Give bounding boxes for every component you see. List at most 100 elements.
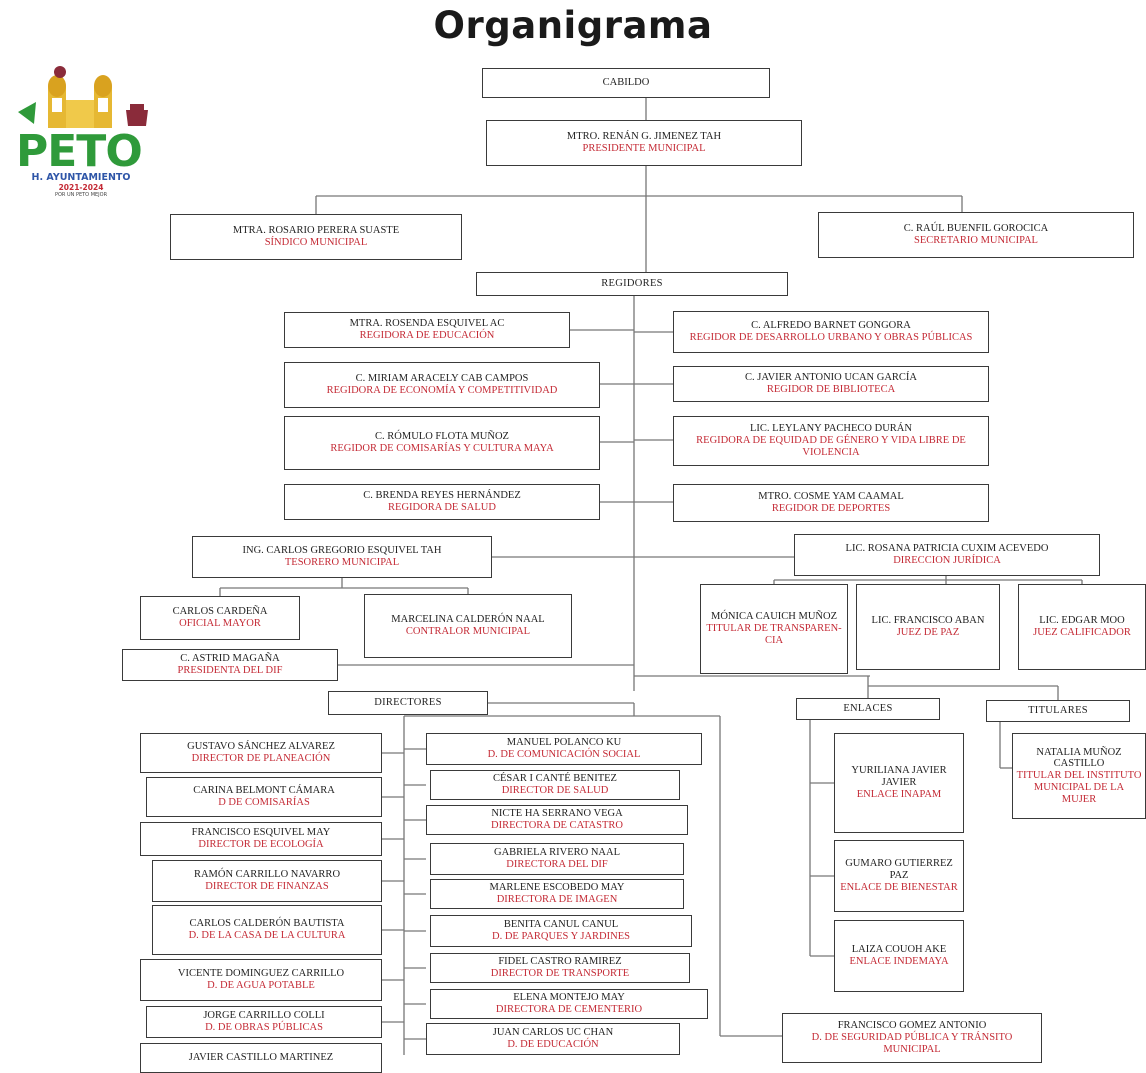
- org-box-role: JUEZ CALIFICADOR: [1033, 627, 1131, 638]
- org-box-name: JAVIER CASTILLO MARTINEZ: [188, 1052, 334, 1064]
- org-box-role: TITULAR DEL INSTITUTO MUNICIPAL DE LA MU…: [1016, 770, 1142, 805]
- org-box-name: ENLACES: [843, 703, 893, 715]
- org-box-role: D. DE SEGURIDAD PÚBLICA Y TRÁNSITO MUNIC…: [811, 1032, 1013, 1055]
- org-box-name: MTRO. COSME YAM CAAMAL: [758, 491, 904, 503]
- page-title: Organigrama: [433, 4, 713, 47]
- org-box-name: ELENA MONTEJO MAY: [513, 992, 625, 1004]
- org-box-role: D. DE EDUCACIÓN: [507, 1039, 599, 1050]
- org-box-role: PRESIDENTE MUNICIPAL: [582, 143, 706, 154]
- org-box-role: D. DE AGUA POTABLE: [207, 980, 315, 991]
- org-box-name: MTRA. ROSENDA ESQUIVEL AC: [349, 318, 505, 330]
- org-box-role: TESORERO MUNICIPAL: [284, 557, 400, 568]
- org-box-dir-castillo: JAVIER CASTILLO MARTINEZ: [140, 1043, 382, 1073]
- org-box-name: LIC. FRANCISCO ABAN: [871, 615, 985, 627]
- org-box-name: DIRECTORES: [374, 697, 442, 709]
- org-box-role: D. DE COMUNICACIÓN SOCIAL: [487, 749, 641, 760]
- org-box-name: CARLOS CARDEÑA: [172, 606, 268, 618]
- org-box-name: CÉSAR I CANTÉ BENITEZ: [493, 773, 617, 785]
- org-box-header-regidores: REGIDORES: [476, 272, 788, 296]
- org-box-cabildo: CABILDO: [482, 68, 770, 98]
- org-box-role: DIRECTOR DE FINANZAS: [205, 881, 329, 892]
- org-box-role: D DE COMISARÍAS: [218, 797, 310, 808]
- org-box-role: D. DE OBRAS PÚBLICAS: [205, 1022, 323, 1033]
- org-box-role: DIRECTORA DEL DIF: [506, 859, 608, 870]
- org-box-name: NATALIA MUÑOZ CASTILLO: [1036, 746, 1122, 770]
- org-box-name: LIC. ROSANA PATRICIA CUXIM ACEVEDO: [845, 543, 1049, 555]
- org-box-name: C. MIRIAM ARACELY CAB CAMPOS: [355, 373, 529, 385]
- org-box-role: JUEZ DE PAZ: [896, 627, 960, 638]
- org-box-role: CONTRALOR MUNICIPAL: [405, 626, 531, 637]
- org-box-name: JORGE CARRILLO COLLI: [203, 1010, 325, 1022]
- org-box-name: REGIDORES: [601, 278, 663, 290]
- org-box-name: TITULARES: [1028, 705, 1088, 717]
- org-box-role: PRESIDENTA DEL DIF: [177, 665, 283, 676]
- org-box-name: FRANCISCO ESQUIVEL MAY: [191, 827, 331, 839]
- org-box-name: C. ALFREDO BARNET GONGORA: [751, 320, 911, 332]
- org-box-role: DIRECTORA DE CATASTRO: [491, 820, 623, 831]
- org-box-role: REGIDORA DE EDUCACIÓN: [359, 330, 495, 341]
- org-box-name: ING. CARLOS GREGORIO ESQUIVEL TAH: [242, 545, 442, 557]
- org-box-role: DIRECTOR DE TRANSPORTE: [490, 968, 630, 979]
- org-box-name: FRANCISCO GOMEZ ANTONIO: [837, 1020, 987, 1032]
- org-box-name: YURILIANA JAVIER JAVIER: [851, 765, 947, 789]
- org-box-role: DIRECTORA DE CEMENTERIO: [495, 1004, 643, 1015]
- org-box-role: ENLACE INDEMAYA: [849, 956, 949, 967]
- logo-period: 2021-2024: [58, 183, 104, 192]
- org-box-header-enlaces: ENLACES: [796, 698, 940, 720]
- peto-logo: PETO H. AYUNTAMIENTO 2021-2024 POR UN PE…: [8, 66, 154, 202]
- org-box-name: CARLOS CALDERÓN BAUTISTA: [189, 918, 345, 930]
- org-box-role: REGIDOR DE DEPORTES: [771, 503, 891, 514]
- org-box-role: REGIDORA DE ECONOMÍA Y COMPETITIVIDAD: [326, 385, 558, 396]
- org-box-role: DIRECCION JURÍDICA: [893, 555, 1001, 566]
- org-box-role: DIRECTOR DE PLANEACIÓN: [191, 753, 331, 764]
- org-box-name: GABRIELA RIVERO NAAL: [494, 847, 620, 859]
- org-box-name: GUSTAVO SÁNCHEZ ALVAREZ: [187, 741, 335, 753]
- org-box-role: TITULAR DE TRANSPAREN-CIA: [706, 623, 842, 646]
- org-box-role: REGIDORA DE SALUD: [388, 502, 496, 513]
- org-box-role: OFICIAL MAYOR: [179, 618, 261, 629]
- logo-name: PETO: [16, 126, 143, 177]
- org-box-role: DIRECTOR DE SALUD: [501, 785, 609, 796]
- org-box-role: D. DE LA CASA DE LA CULTURA: [188, 930, 346, 941]
- org-box-role: ENLACE INAPAM: [856, 788, 942, 800]
- org-box-role: SÍNDICO MUNICIPAL: [264, 237, 368, 248]
- org-box-name: CARINA BELMONT CÁMARA: [193, 785, 335, 797]
- logo-subtitle: H. AYUNTAMIENTO: [31, 172, 131, 183]
- org-box-name: MÓNICA CAUICH MUÑOZ: [710, 611, 837, 623]
- org-box-name: CABILDO: [602, 77, 650, 89]
- org-box-role: ENLACE DE BIENESTAR: [840, 881, 958, 893]
- org-box-role: REGIDOR DE BIBLIOTECA: [766, 384, 896, 395]
- org-box-name: JUAN CARLOS UC CHAN: [492, 1027, 614, 1039]
- org-box-role: DIRECTORA DE IMAGEN: [496, 894, 618, 905]
- org-box-name: RAMÓN CARRILLO NAVARRO: [193, 869, 341, 881]
- org-box-name: NICTE HA SERRANO VEGA: [491, 808, 623, 820]
- org-box-name: GUMARO GUTIERREZ PAZ: [845, 858, 953, 882]
